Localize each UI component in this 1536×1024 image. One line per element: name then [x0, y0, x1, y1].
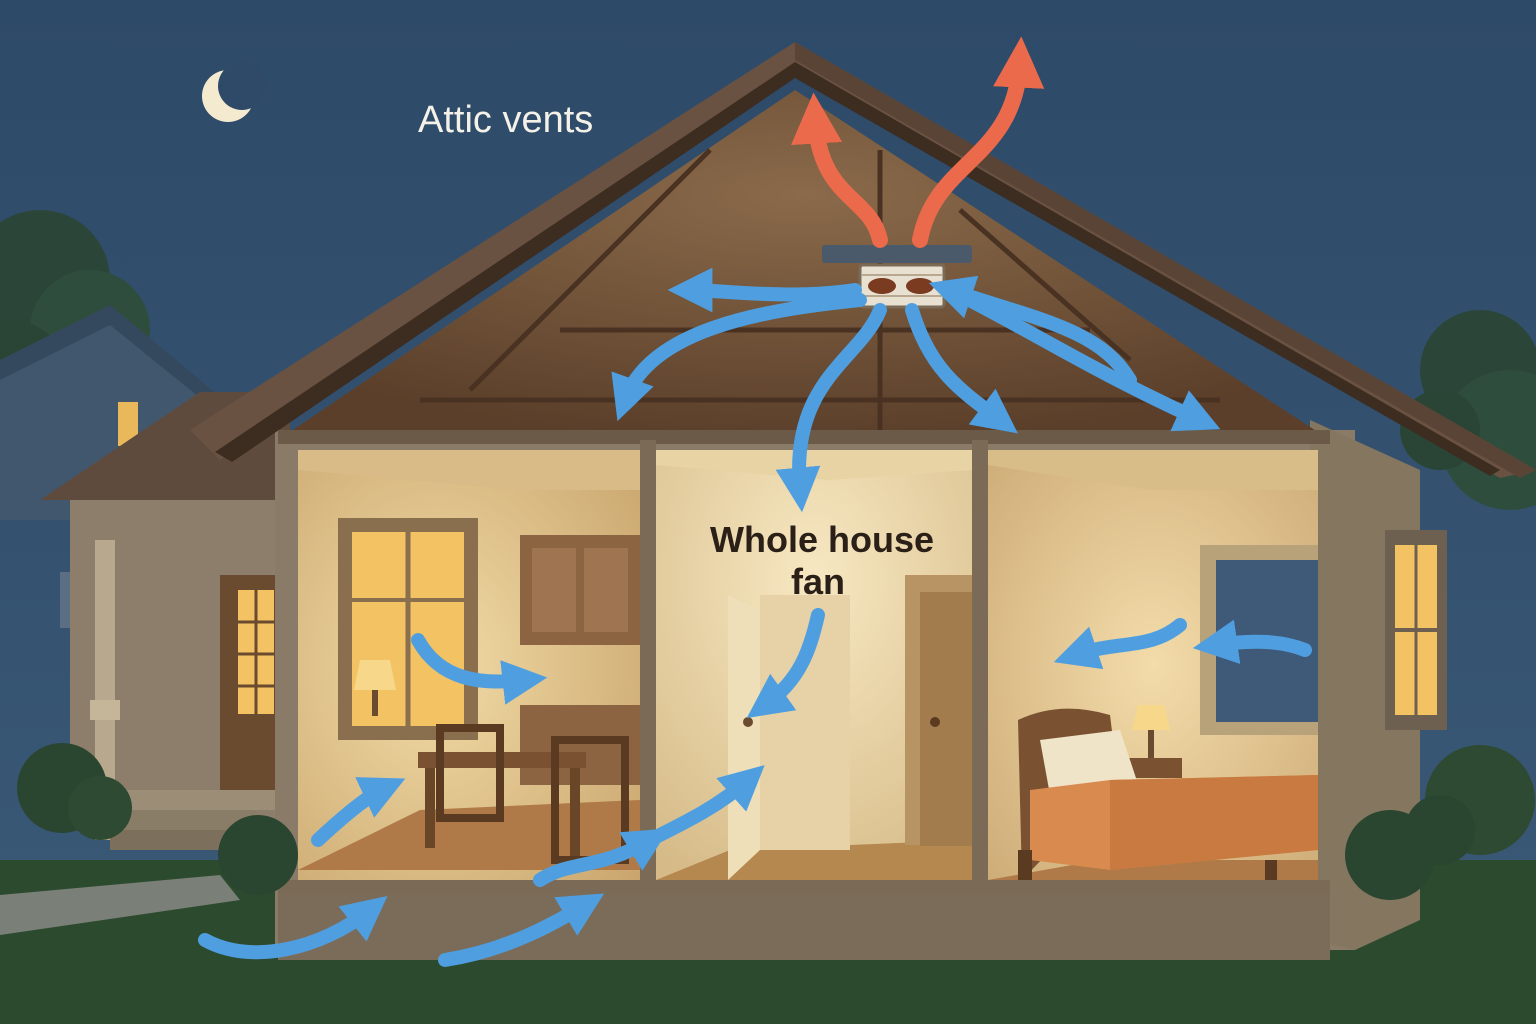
- attic-arrow-6: [928, 275, 1137, 387]
- attic-arrow-3: [775, 303, 887, 513]
- hallway-door-open: [728, 595, 850, 880]
- walkway: [0, 875, 240, 935]
- table-lamp: [354, 660, 396, 716]
- dining-table: [418, 724, 629, 864]
- whole-house-fan-label-line2: fan: [791, 561, 845, 602]
- room-arrow-bedroom-2: [1192, 619, 1312, 665]
- attic-arrow-1: [667, 267, 862, 313]
- room-arrow-kitchen-window: [411, 633, 548, 705]
- room-arrow-bedroom-1: [1053, 618, 1187, 670]
- shrubs: [17, 743, 1535, 900]
- hot-air-arrow-left: [791, 92, 888, 248]
- cool-air-arrows: [198, 267, 1312, 967]
- hallway-door-closed: [905, 575, 972, 846]
- foundation: [278, 894, 1330, 960]
- attic-vents-label: Attic vents: [418, 99, 593, 141]
- hot-air-arrows: [791, 36, 1045, 248]
- kitchen-window: [338, 518, 478, 740]
- porch-door-window: [238, 590, 274, 714]
- porch: [40, 392, 290, 850]
- hot-air-arrow-right: [912, 36, 1045, 248]
- room-bedroom: [988, 450, 1318, 895]
- side-window: [1385, 530, 1447, 730]
- ground-arrow-center: [438, 893, 605, 967]
- ground-arrow-left: [198, 896, 388, 960]
- attic-arrow-4: [905, 303, 1018, 434]
- bed: [1018, 708, 1318, 895]
- whole-house-fan-label-line1: Whole house: [710, 519, 934, 560]
- room-arrow-kitchen-floor: [311, 777, 406, 847]
- attic-arrow-2: [611, 293, 867, 422]
- room-arrow-hallway-down: [746, 608, 825, 719]
- ground-arrow-up: [533, 828, 670, 887]
- bedside-lamp: [1120, 705, 1182, 778]
- crescent-moon-icon: [202, 62, 266, 122]
